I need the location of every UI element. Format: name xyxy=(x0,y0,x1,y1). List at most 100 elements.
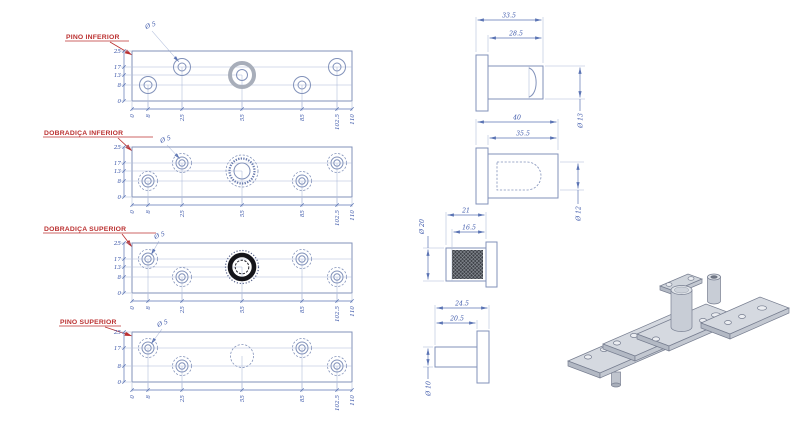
plate-view-pino-inferior: PINO INFERIOR Ø 5 xyxy=(65,21,356,130)
diameter-label: Ø 20 xyxy=(419,219,426,235)
dim-label: 0 xyxy=(117,380,121,386)
side-view-pino-superior: 24.5 20.5 Ø 10 xyxy=(423,301,490,397)
dim-label: 25 xyxy=(180,306,186,315)
dim-label: 8 xyxy=(146,114,152,118)
dim-label: 0 xyxy=(130,306,136,310)
left-dimension: 25 17 13 8 0 xyxy=(113,49,131,105)
diameter-note: Ø 5 xyxy=(158,135,172,146)
dim-label: 8 xyxy=(146,395,152,399)
dim-label: 25 xyxy=(180,395,186,404)
dim-label: 40 xyxy=(512,115,521,122)
dim-label: 33.5 xyxy=(502,13,516,20)
dim-label: 0 xyxy=(130,114,136,118)
side-view-dobradica-superior: 21 16.5 Ø 20 xyxy=(419,208,498,288)
side-view-dobradica-inferior: 40 35.5 Ø 12 xyxy=(475,115,584,222)
dim-label: 8 xyxy=(146,210,152,214)
diameter-note: Ø 5 xyxy=(143,21,157,32)
dim-label: 85 xyxy=(300,306,306,314)
dim-label: 25 xyxy=(113,330,122,336)
housing-body xyxy=(487,153,559,199)
dim-label: 0 xyxy=(130,395,136,399)
dim-label: 8 xyxy=(146,306,152,310)
pin-body xyxy=(434,346,478,368)
plate-label: PINO INFERIOR xyxy=(66,34,120,41)
dim-label: 25 xyxy=(113,241,122,247)
dim-label: 17 xyxy=(114,346,122,352)
dim-label: 102.5 xyxy=(335,395,341,411)
dim-label: 21 xyxy=(461,208,470,215)
dim-label: 35.5 xyxy=(516,131,530,138)
dim-label: 25 xyxy=(113,145,122,151)
diameter-label: Ø 10 xyxy=(426,381,433,397)
iso-plate-dobradica-superior xyxy=(636,273,739,352)
holes xyxy=(139,58,346,94)
dim-label: 102.5 xyxy=(335,306,341,322)
iso-pin-up xyxy=(707,276,721,305)
dim-label: 85 xyxy=(300,210,306,218)
dim-label: 28.5 xyxy=(508,31,523,38)
iso-barrel xyxy=(670,289,693,332)
dim-label: 13 xyxy=(114,73,122,79)
dim-label: 0 xyxy=(117,99,121,105)
left-dimension: 25 17 13 8 0 xyxy=(113,145,131,201)
dim-label: 13 xyxy=(114,265,122,271)
dim-label: 102.5 xyxy=(335,114,341,130)
isometric-view xyxy=(567,273,790,388)
dim-label: 24.5 xyxy=(454,301,469,308)
dim-label: 8 xyxy=(117,364,121,370)
plate-view-dobradica-superior: DOBRADIÇA SUPERIOR Ø 5 xyxy=(43,226,356,322)
dim-label: 55 xyxy=(240,210,246,218)
dim-label: 85 xyxy=(300,395,306,403)
pin-body xyxy=(487,65,544,100)
left-dimension: 25 17 13 8 0 xyxy=(113,241,131,297)
holes xyxy=(138,153,347,191)
diameter-note: Ø 5 xyxy=(155,319,169,330)
flange-section xyxy=(485,241,498,288)
dim-label: 55 xyxy=(240,306,246,314)
dim-label: 0 xyxy=(117,291,121,297)
diameter-label: Ø 12 xyxy=(576,206,583,222)
iso-plate-pino-superior xyxy=(700,273,790,340)
left-dimension: 25 17 8 0 xyxy=(113,330,131,386)
dim-label: 20.5 xyxy=(449,316,464,323)
plate-view-dobradica-inferior: DOBRADIÇA INFERIOR Ø 5 xyxy=(43,130,356,226)
dim-label: 55 xyxy=(240,395,246,403)
flange-section xyxy=(476,330,490,384)
dim-label: 17 xyxy=(114,161,122,167)
plate-label: DOBRADIÇA SUPERIOR xyxy=(44,226,126,233)
dim-label: 110 xyxy=(350,306,356,317)
dim-label: 16.5 xyxy=(462,225,476,232)
knurl-surface xyxy=(452,250,483,279)
dim-label: 102.5 xyxy=(335,210,341,226)
diameter-label: Ø 13 xyxy=(578,113,585,129)
plate-view-pino-superior: PINO SUPERIOR Ø 5 25 17 xyxy=(59,319,356,411)
diameter-note: Ø 5 xyxy=(152,231,166,242)
bottom-dimension: 0 8 25 55 85 102.5 110 xyxy=(130,383,356,411)
dim-label: 110 xyxy=(350,210,356,221)
dim-label: 17 xyxy=(114,257,122,263)
dim-label: 13 xyxy=(114,169,122,175)
dim-label: 55 xyxy=(240,114,246,122)
dim-label: 8 xyxy=(117,179,121,185)
bottom-dimension: 0 8 25 55 85 102.5 110 xyxy=(130,294,356,322)
dim-label: 110 xyxy=(350,395,356,406)
holes xyxy=(138,338,347,376)
dim-label: 85 xyxy=(300,114,306,122)
bottom-dimension: 0 8 25 55 85 102.5 110 xyxy=(130,102,356,130)
dim-label: 110 xyxy=(350,114,356,125)
dim-label: 0 xyxy=(130,210,136,214)
flange-section xyxy=(475,147,489,205)
dim-label: 25 xyxy=(180,210,186,219)
holes xyxy=(138,249,347,287)
plate-label: DOBRADIÇA INFERIOR xyxy=(44,130,123,137)
dim-label: 17 xyxy=(114,65,122,71)
side-view-pino-inferior: 33.5 28.5 Ø 13 xyxy=(475,13,585,129)
internal-cavity xyxy=(496,161,542,191)
dim-label: 25 xyxy=(180,114,186,123)
dim-label: 25 xyxy=(113,49,122,55)
dim-label: 0 xyxy=(117,195,121,201)
dim-label: 8 xyxy=(117,275,121,281)
bottom-dimension: 0 8 25 55 85 102.5 110 xyxy=(130,198,356,226)
